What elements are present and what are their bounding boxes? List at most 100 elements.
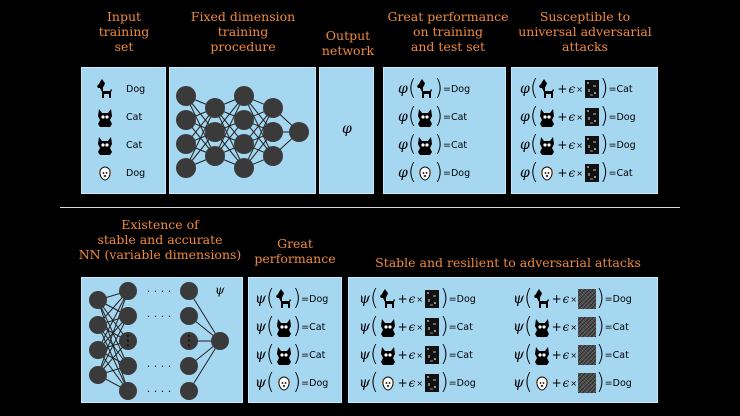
network-edge — [214, 95, 245, 157]
network-node — [180, 307, 198, 325]
times-sign: × — [416, 294, 424, 304]
cat-icon — [540, 109, 555, 127]
network-node — [176, 134, 196, 154]
cat-icon — [380, 319, 395, 337]
training-row: Dog — [96, 161, 145, 185]
training-label: Cat — [126, 111, 143, 123]
dog-icon — [535, 376, 549, 391]
network-node — [263, 98, 283, 118]
perturbation-icon — [584, 136, 599, 154]
phi-performance-row: φ()=Cat — [398, 105, 467, 129]
psi-performance-row: ψ()=Dog — [255, 371, 328, 395]
network-edge — [243, 107, 274, 169]
perturbation-icon — [425, 318, 440, 336]
times-sign: × — [570, 294, 578, 304]
training-label: Dog — [126, 83, 146, 95]
network-edge — [185, 107, 216, 169]
plus-sign: + — [557, 166, 568, 180]
psi-adversarial-row-left: ψ(+ϵ×)=Cat — [359, 343, 473, 367]
horizontal-dots: · · · · — [147, 310, 171, 323]
training-row: Cat — [96, 105, 142, 129]
prediction-label: =Dog — [448, 377, 476, 389]
panel-output-network: φ — [319, 67, 374, 194]
open-paren: ( — [523, 342, 533, 367]
network-node — [234, 134, 254, 154]
network-edge — [188, 340, 221, 392]
dog-icon — [379, 289, 395, 308]
open-paren: ( — [265, 342, 275, 367]
network-edge — [188, 290, 221, 342]
training-row: Dog — [96, 77, 145, 101]
noise-perturbation-icon — [578, 373, 597, 393]
cat-icon — [98, 109, 112, 127]
network-edge — [97, 290, 129, 351]
close-paren: ) — [596, 342, 605, 367]
plus-sign: + — [397, 292, 408, 306]
dog-icon — [533, 289, 549, 308]
dog-icon — [418, 166, 432, 181]
psi-symbol: ψ — [513, 375, 524, 391]
network-node — [180, 282, 198, 300]
prediction-label: =Dog — [301, 377, 329, 389]
prediction-label: =Dog — [608, 111, 636, 123]
plus-sign: + — [557, 138, 568, 152]
network-node — [119, 282, 137, 300]
prediction-label: =Cat — [448, 349, 473, 361]
perturbation-icon — [425, 346, 440, 364]
psi-symbol: ψ — [255, 291, 266, 307]
epsilon-symbol: ϵ — [568, 166, 576, 180]
header-susceptible: Susceptible to universal adversarial att… — [518, 9, 652, 54]
psi-symbol: ψ — [255, 319, 266, 335]
times-sign: × — [576, 140, 583, 150]
psi-adversarial-row-right: ψ(+ϵ×)=Dog — [513, 287, 632, 311]
epsilon-symbol: ϵ — [562, 292, 570, 306]
noise-perturbation-icon — [578, 345, 597, 365]
close-paren: ) — [596, 370, 605, 395]
network-node — [180, 382, 198, 400]
cat-icon — [380, 347, 395, 365]
header-existence: Existence of stable and accurate NN (var… — [78, 217, 242, 262]
close-paren: ) — [599, 160, 609, 185]
network-node — [176, 86, 196, 106]
times-sign: × — [576, 168, 583, 178]
dog-icon — [540, 166, 554, 181]
psi-symbol: ψ — [215, 283, 225, 297]
times-sign: × — [416, 322, 424, 332]
prediction-label: =Dog — [448, 293, 476, 305]
panel-variable-network: · · · ·· · · ·· · · ·· · · ·⋮⋮ ψ — [81, 277, 243, 403]
horizontal-dots: · · · · — [147, 285, 171, 298]
network-edge — [97, 290, 129, 376]
perturbation-icon — [584, 164, 599, 182]
open-paren: ( — [529, 132, 539, 157]
close-paren: ) — [292, 286, 302, 311]
open-paren: ( — [369, 286, 379, 311]
psi-performance-row: ψ()=Cat — [255, 343, 325, 367]
prediction-label: =Dog — [604, 377, 632, 389]
network-node — [89, 316, 107, 334]
phi-symbol: φ — [342, 121, 352, 137]
psi-symbol: ψ — [255, 347, 266, 363]
close-paren: ) — [434, 160, 443, 185]
variable-network-diagram: · · · ·· · · ·· · · ·· · · ·⋮⋮ — [89, 282, 229, 400]
cat-icon — [534, 347, 549, 365]
perturbation-icon — [425, 374, 440, 392]
header-input-training-set: Input training set — [98, 9, 150, 54]
training-label: Dog — [126, 167, 146, 179]
network-output-node — [211, 332, 229, 350]
cat-icon — [534, 319, 549, 337]
open-paren: ( — [529, 160, 539, 185]
prediction-label: =Dog — [604, 293, 632, 305]
psi-symbol: ψ — [359, 347, 370, 363]
plus-sign: + — [551, 292, 562, 306]
open-paren: ( — [265, 370, 275, 395]
times-sign: × — [570, 322, 578, 332]
cat-icon — [418, 109, 433, 127]
horizontal-dots: · · · · — [147, 385, 171, 398]
close-paren: ) — [434, 76, 443, 101]
plus-sign: + — [397, 348, 408, 362]
network-node — [205, 122, 225, 142]
prediction-label: =Dog — [443, 83, 471, 95]
plus-sign: + — [557, 110, 568, 124]
open-paren: ( — [523, 370, 533, 395]
